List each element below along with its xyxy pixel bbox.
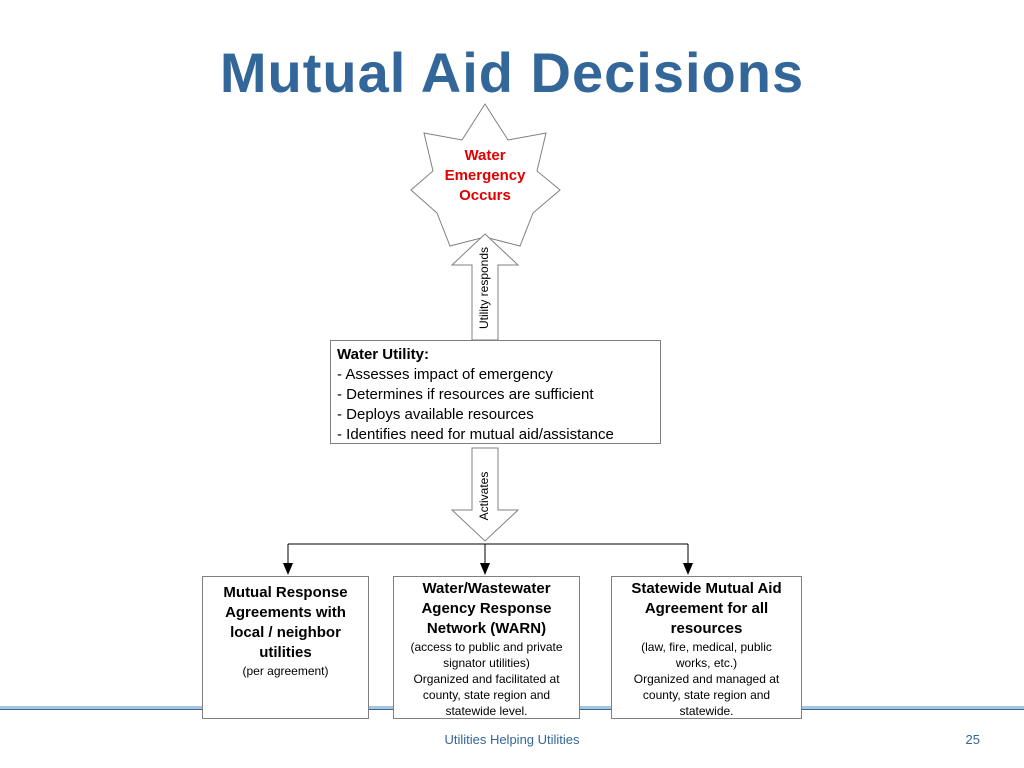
activates-arrow (450, 447, 520, 542)
box-detail-line: Organized and managed at (633, 672, 780, 686)
water-utility-item: - Determines if resources are sufficient (337, 386, 594, 403)
box-detail-line: statewide. (679, 704, 734, 718)
star-label-line: Water (464, 147, 506, 164)
page-number: 25 (965, 732, 980, 747)
utility-responds-label: Utility responds (477, 246, 491, 330)
star-label-line: Occurs (459, 187, 511, 204)
box-title-line: Statewide Mutual Aid (631, 580, 782, 597)
box-detail-line: statewide level. (445, 704, 528, 718)
water-utility-item: - Identifies need for mutual aid/assista… (337, 426, 614, 443)
box-title-line: Network (WARN) (426, 620, 547, 637)
activates-label: Activates (477, 471, 491, 521)
mutual-response-box: Mutual Response Agreements with local / … (202, 576, 369, 719)
box-title-line: Agreements with (225, 604, 346, 621)
box-detail-line: county, state region and (642, 688, 771, 702)
box-detail-line: works, etc.) (675, 656, 738, 670)
arrowhead-middle (480, 563, 490, 575)
box-detail-line: (law, fire, medical, public (641, 640, 772, 654)
water-utility-item: - Deploys available resources (337, 406, 534, 423)
water-utility-item: - Assesses impact of emergency (337, 366, 553, 383)
box-detail-line: (access to public and private (410, 640, 563, 654)
water-utility-heading: Water Utility: (337, 346, 429, 363)
box-title-line: Agreement for all (644, 600, 769, 617)
box-title-line: local / neighbor (230, 624, 341, 641)
arrowhead-left (283, 563, 293, 575)
slide-footer: Utilities Helping Utilities (444, 732, 580, 747)
box-detail-line: signator utilities) (443, 656, 530, 670)
arrowhead-right (683, 563, 693, 575)
box-title-line: Water/Wastewater (422, 580, 551, 597)
warn-box: Water/Wastewater Agency Response Network… (393, 576, 580, 719)
box-detail-line: (per agreement) (242, 664, 329, 678)
box-title-line: Agency Response (421, 600, 552, 617)
star-label: Water Emergency Occurs (425, 146, 545, 206)
box-title-line: Mutual Response (223, 584, 348, 601)
box-title-line: utilities (259, 644, 312, 661)
box-detail-line: county, state region and (422, 688, 551, 702)
star-label-line: Emergency (444, 167, 526, 184)
box-detail-line: Organized and facilitated at (413, 672, 560, 686)
box-title-line: resources (670, 620, 743, 637)
slide-title: Mutual Aid Decisions (219, 41, 805, 104)
water-utility-box: Water Utility: - Assesses impact of emer… (330, 340, 661, 444)
statewide-mutual-aid-box: Statewide Mutual Aid Agreement for all r… (611, 576, 802, 719)
